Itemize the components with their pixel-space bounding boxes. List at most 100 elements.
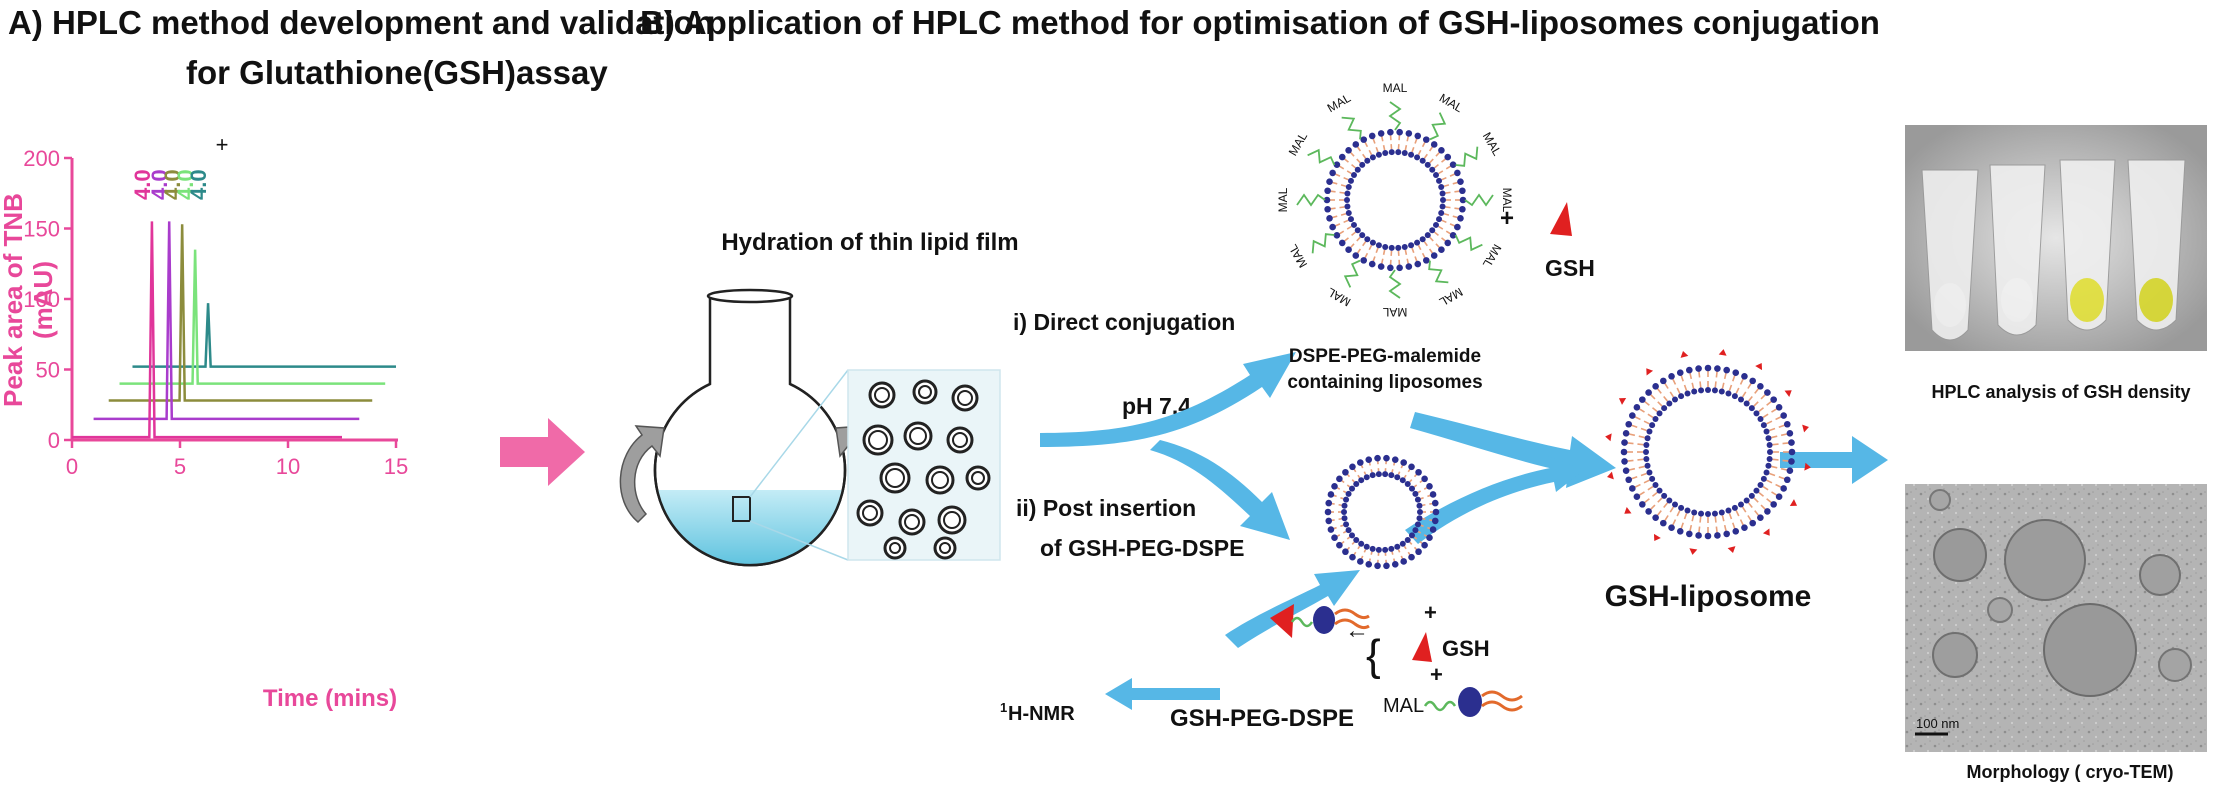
gsh-marker xyxy=(1719,349,1727,356)
lipid-tail xyxy=(1427,495,1430,496)
lipid-head xyxy=(1744,401,1750,407)
lipid-head xyxy=(1352,252,1359,259)
lipid-tail xyxy=(1771,466,1777,467)
lipid-head xyxy=(1457,215,1464,222)
lipid-tail xyxy=(1664,396,1668,401)
lipid-head xyxy=(1394,544,1400,550)
lipid-head xyxy=(1705,365,1712,372)
lipid-tail xyxy=(1376,248,1378,253)
arrow-to-analysis xyxy=(1780,436,1888,484)
gsh-liposome xyxy=(1605,349,1811,555)
lipid-head xyxy=(1325,500,1332,507)
lipid-head xyxy=(1666,497,1672,503)
post-insertion-label-line1: ii) Post insertion xyxy=(1016,495,1196,521)
peg-chain xyxy=(1390,102,1400,130)
lipid-head xyxy=(1753,488,1759,494)
lipid-tail xyxy=(1347,171,1351,174)
lipid-tail xyxy=(1408,552,1410,555)
lipid-tail xyxy=(1681,376,1683,382)
lipid-head xyxy=(1348,216,1354,222)
lipid-head xyxy=(1764,469,1770,475)
lipid-tail xyxy=(1670,392,1673,397)
lipid-head xyxy=(1396,265,1403,272)
gsh-marker xyxy=(1681,351,1689,358)
lipid-tail xyxy=(1635,485,1640,488)
lipid-tail xyxy=(1736,511,1739,516)
lipid-tail xyxy=(1430,249,1433,253)
lipid-head xyxy=(1621,449,1628,456)
lipid-head xyxy=(1757,514,1764,521)
lipid-head xyxy=(1345,246,1352,253)
lipid-head xyxy=(1738,501,1744,507)
lipid-head xyxy=(1634,493,1641,500)
lipid-head xyxy=(1341,509,1347,515)
lipid-head xyxy=(1364,158,1370,164)
lipid-tail xyxy=(1394,559,1395,562)
lipid-tail xyxy=(1345,238,1349,241)
lipid-head xyxy=(1365,456,1372,463)
gsh-liposome-label: GSH-liposome xyxy=(1605,580,1812,613)
lipid-tail xyxy=(1398,550,1399,553)
lipid-tail xyxy=(1639,436,1645,437)
lipid-tail xyxy=(1769,429,1775,431)
gsh-marker xyxy=(1624,507,1631,514)
lipid-tail xyxy=(1424,488,1427,489)
lipid-head xyxy=(1643,449,1649,455)
lipid-tail xyxy=(1767,401,1772,405)
lipid-tail xyxy=(1357,237,1360,241)
lipid-head xyxy=(1621,458,1628,465)
lipid-tail xyxy=(1342,481,1344,483)
lipid-tail xyxy=(1444,185,1449,186)
lipid-tail xyxy=(1423,253,1425,257)
lipid-tail xyxy=(1725,373,1726,379)
vesicle xyxy=(935,538,955,558)
lipid-head xyxy=(1352,141,1359,148)
lipid-tail xyxy=(1358,147,1361,151)
lipid-head xyxy=(1761,476,1767,482)
lipid-head xyxy=(1685,390,1691,396)
lipid-tail xyxy=(1748,516,1751,521)
mal-label: MAL xyxy=(1276,187,1290,212)
mal-label: MAL xyxy=(1325,285,1354,310)
lipid-head xyxy=(1431,252,1438,259)
lipid-tail xyxy=(1652,493,1657,497)
lipid-head xyxy=(1623,467,1630,474)
lipid-tail xyxy=(1779,477,1785,479)
lipid-tail xyxy=(1670,507,1673,512)
lipid-tail xyxy=(1748,383,1751,388)
lipid-head xyxy=(1668,373,1675,380)
lipid-tail xyxy=(1685,385,1687,391)
peg-chain xyxy=(1430,113,1445,140)
vesicle xyxy=(953,386,977,410)
gsh-marker xyxy=(1605,433,1612,441)
lipid-head xyxy=(1400,541,1406,547)
lipid-head xyxy=(1691,389,1697,395)
lipid-head xyxy=(1406,130,1413,137)
dspe-label-line1: DSPE-PEG-malemide xyxy=(1289,346,1481,367)
chart-x-label: Time (mins) xyxy=(263,685,397,712)
chart-y-label-line2: (mAU) xyxy=(28,261,58,339)
lipid-tail xyxy=(1384,145,1385,150)
mal-small-label: MAL xyxy=(1383,695,1424,717)
lipid-head xyxy=(1346,210,1352,216)
lipid-head xyxy=(1344,204,1350,210)
lipid-head xyxy=(1394,474,1400,480)
lipid-tail xyxy=(1632,425,1638,427)
lipid-head xyxy=(1414,261,1421,268)
gsh-marker xyxy=(1802,425,1809,433)
lipid-head xyxy=(1334,232,1341,239)
lipid-tail xyxy=(1657,511,1661,516)
lipid-head xyxy=(1364,474,1370,480)
lipid-tail xyxy=(1345,159,1349,162)
lipid-head xyxy=(1415,548,1422,555)
lipid-head xyxy=(1346,184,1352,190)
lipid-tail xyxy=(1337,488,1340,489)
lipid-head xyxy=(1348,178,1354,184)
lipid-head xyxy=(1719,509,1725,515)
lipid-head xyxy=(1329,224,1336,231)
lipid-head xyxy=(1431,141,1438,148)
lipid-tail xyxy=(1755,511,1759,516)
lipid-tail xyxy=(1741,520,1744,525)
